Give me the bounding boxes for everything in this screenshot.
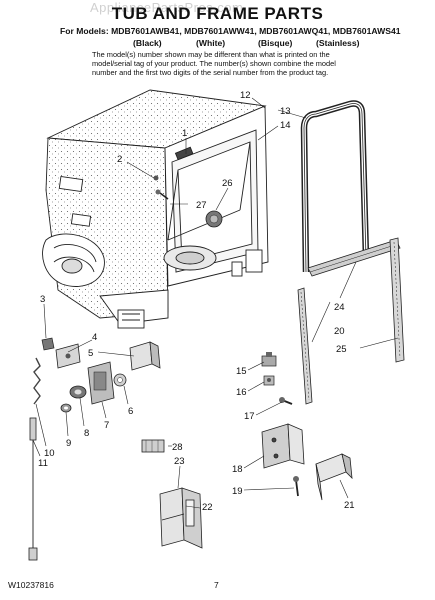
seal-8 — [69, 385, 87, 399]
callout-28: 28 — [172, 442, 183, 453]
screw-27 — [155, 189, 169, 200]
grommet-3 — [41, 337, 55, 351]
washer-6 — [113, 373, 127, 387]
link-11 — [28, 417, 38, 561]
callout-8: 8 — [84, 428, 89, 439]
bracket-5 — [129, 341, 161, 371]
callout-11: 11 — [38, 458, 48, 469]
callout-9: 9 — [66, 438, 71, 449]
callout-1: 1 — [182, 128, 187, 139]
callout-17: 17 — [244, 411, 255, 422]
callout-13: 13 — [280, 106, 291, 117]
page-number: 7 — [214, 580, 219, 590]
strip-28 — [141, 439, 165, 453]
cover-plate-7 — [87, 361, 115, 405]
callout-21: 21 — [344, 500, 355, 511]
callout-3: 3 — [40, 294, 45, 305]
callout-20: 20 — [334, 326, 345, 337]
watermark: AppliancePartsPros.com — [90, 0, 244, 15]
bracket-18 — [261, 423, 305, 469]
callout-6: 6 — [128, 406, 133, 417]
callout-12: 12 — [240, 90, 251, 101]
leader-lines — [32, 97, 399, 509]
model-note: The model(s) number shown may be differe… — [92, 50, 336, 77]
color-stainless: (Stainless) — [316, 38, 360, 48]
color-black: (Black) — [133, 38, 162, 48]
color-white: (White) — [196, 38, 226, 48]
fastener-15 — [261, 352, 277, 367]
callout-19: 19 — [232, 486, 243, 497]
tub-assembly — [42, 89, 269, 329]
clip-2 — [153, 175, 159, 181]
hinge-spring-10 — [33, 357, 41, 405]
page-title: TUB AND FRAME PARTS — [111, 4, 324, 23]
callout-14: 14 — [280, 120, 291, 131]
callout-25: 25 — [336, 344, 347, 355]
models-line: For Models: MDB7601AWB41, MDB7601AWW41, … — [60, 26, 401, 36]
callout-24: 24 — [334, 302, 345, 313]
callout-27: 27 — [196, 200, 207, 211]
callout-18: 18 — [232, 464, 243, 475]
side-strip-25 — [389, 237, 405, 363]
color-bisque: (Bisque) — [258, 38, 293, 48]
callout-4: 4 — [92, 332, 97, 343]
side-strip-20 — [297, 287, 313, 405]
mounting-bracket-22 — [159, 487, 203, 549]
vent-26 — [205, 210, 223, 228]
callout-labels: 1 2 3 4 5 6 7 8 9 10 11 12 13 14 15 16 1… — [38, 90, 355, 513]
callout-23: 23 — [174, 456, 185, 467]
bracket-21 — [315, 453, 353, 501]
callout-5: 5 — [88, 348, 93, 359]
doc-number: W10237816 — [8, 580, 54, 590]
bottom-strip-24 — [307, 239, 401, 277]
plate-4 — [55, 343, 81, 369]
tub-gasket — [300, 100, 370, 273]
screw-17 — [279, 397, 293, 405]
screw-19 — [293, 476, 299, 497]
callout-10: 10 — [44, 448, 55, 459]
callout-2: 2 — [117, 154, 122, 165]
callout-16: 16 — [236, 387, 247, 398]
nut-9 — [60, 403, 72, 413]
callout-26: 26 — [222, 178, 233, 189]
callout-22: 22 — [202, 502, 213, 513]
callout-7: 7 — [104, 420, 109, 431]
callout-15: 15 — [236, 366, 247, 377]
fastener-16 — [263, 375, 275, 386]
